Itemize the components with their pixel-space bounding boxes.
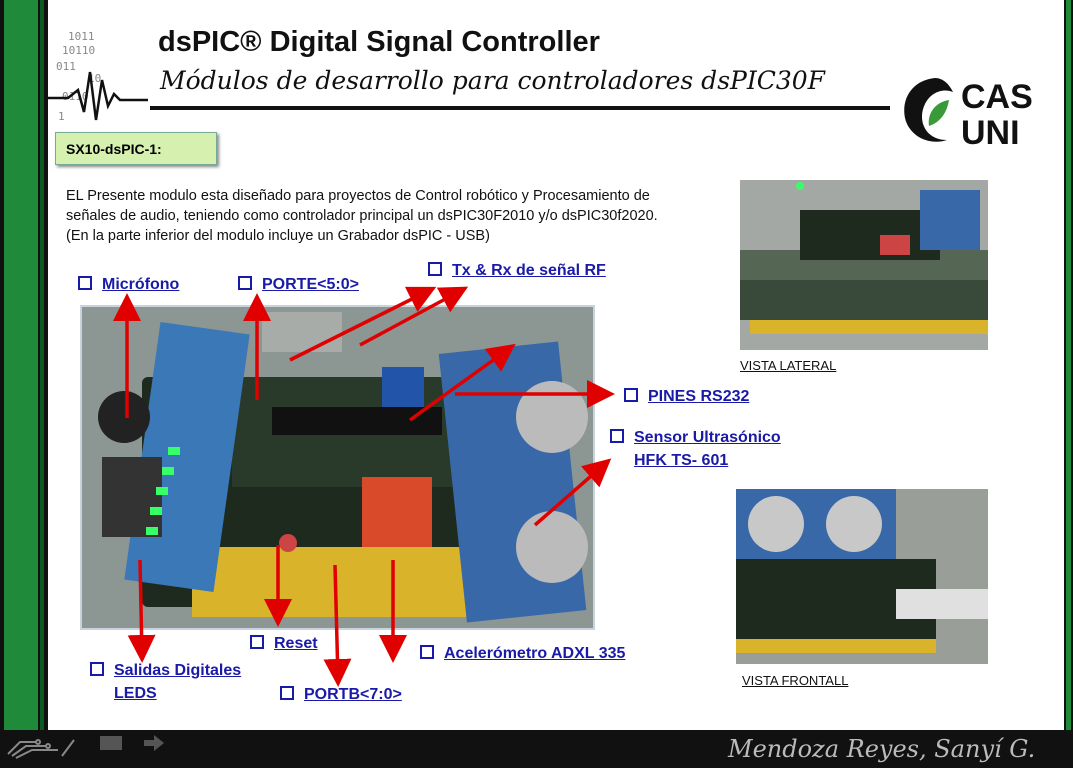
left-dark-stripe	[40, 0, 44, 730]
bullet-box-icon	[624, 388, 638, 402]
right-green-stripe	[1066, 0, 1071, 730]
label-salidas-leds: LEDS	[114, 685, 157, 702]
svg-text:CAS: CAS	[961, 78, 1033, 116]
left-green-stripe	[4, 0, 38, 730]
page-title: dsPIC® Digital Signal Controller	[158, 26, 600, 58]
svg-text:UNI: UNI	[961, 114, 1020, 150]
next-arrow-icon[interactable]	[142, 734, 166, 752]
page-subtitle: Módulos de desarrollo para controladores…	[160, 66, 826, 95]
bullet-box-icon	[610, 429, 624, 443]
description-line: señales de audio, teniendo como controla…	[66, 208, 658, 224]
caption-frontal: VISTA FRONTALL	[742, 673, 849, 688]
label-txrx: Tx & Rx de señal RF	[428, 262, 606, 280]
bullet-box-icon	[250, 635, 264, 649]
bullet-box-icon	[420, 645, 434, 659]
label-portb: PORTB<7:0>	[280, 686, 402, 704]
svg-text:1: 1	[58, 110, 65, 123]
side-view-photo	[740, 180, 988, 350]
description-line: EL Presente modulo esta diseñado para pr…	[66, 188, 650, 204]
circuit-icon[interactable]	[6, 734, 76, 760]
bullet-box-icon	[428, 262, 442, 276]
bottom-bar	[0, 730, 1073, 768]
label-sensor-model: HFK TS- 601	[634, 452, 729, 469]
binary-wave-icon: 1011 10110 011 10 0110 1	[48, 30, 148, 123]
front-view-photo	[736, 489, 988, 664]
bullet-box-icon	[280, 686, 294, 700]
label-acelerometro: Acelerómetro ADXL 335	[420, 645, 625, 663]
bullet-box-icon	[78, 276, 92, 290]
description-line: (En la parte inferior del modulo incluye…	[66, 228, 490, 244]
label-sensor: Sensor Ultrasónico	[610, 429, 781, 447]
svg-text:011: 011	[56, 60, 76, 73]
svg-text:10110: 10110	[62, 44, 95, 57]
board-photo	[80, 305, 595, 630]
module-tag: SX10-dsPIC-1:	[55, 132, 217, 165]
label-porte: PORTE<5:0>	[238, 276, 359, 294]
bullet-box-icon	[238, 276, 252, 290]
casuni-logo: CAS UNI	[904, 78, 1033, 150]
header-divider	[150, 106, 890, 110]
label-rs232: PINES RS232	[624, 388, 749, 406]
caption-lateral: VISTA LATERAL	[740, 358, 837, 373]
description: EL Presente modulo esta diseñado para pr…	[66, 186, 736, 246]
author-name: Mendoza Reyes, Sanyí G.	[728, 735, 1036, 763]
svg-text:1011: 1011	[68, 30, 95, 43]
label-microfono: Micrófono	[78, 276, 179, 294]
label-salidas: Salidas Digitales	[90, 662, 241, 680]
bullet-box-icon	[90, 662, 104, 676]
slides-menu-icon[interactable]	[100, 736, 122, 750]
label-reset: Reset	[250, 635, 318, 653]
